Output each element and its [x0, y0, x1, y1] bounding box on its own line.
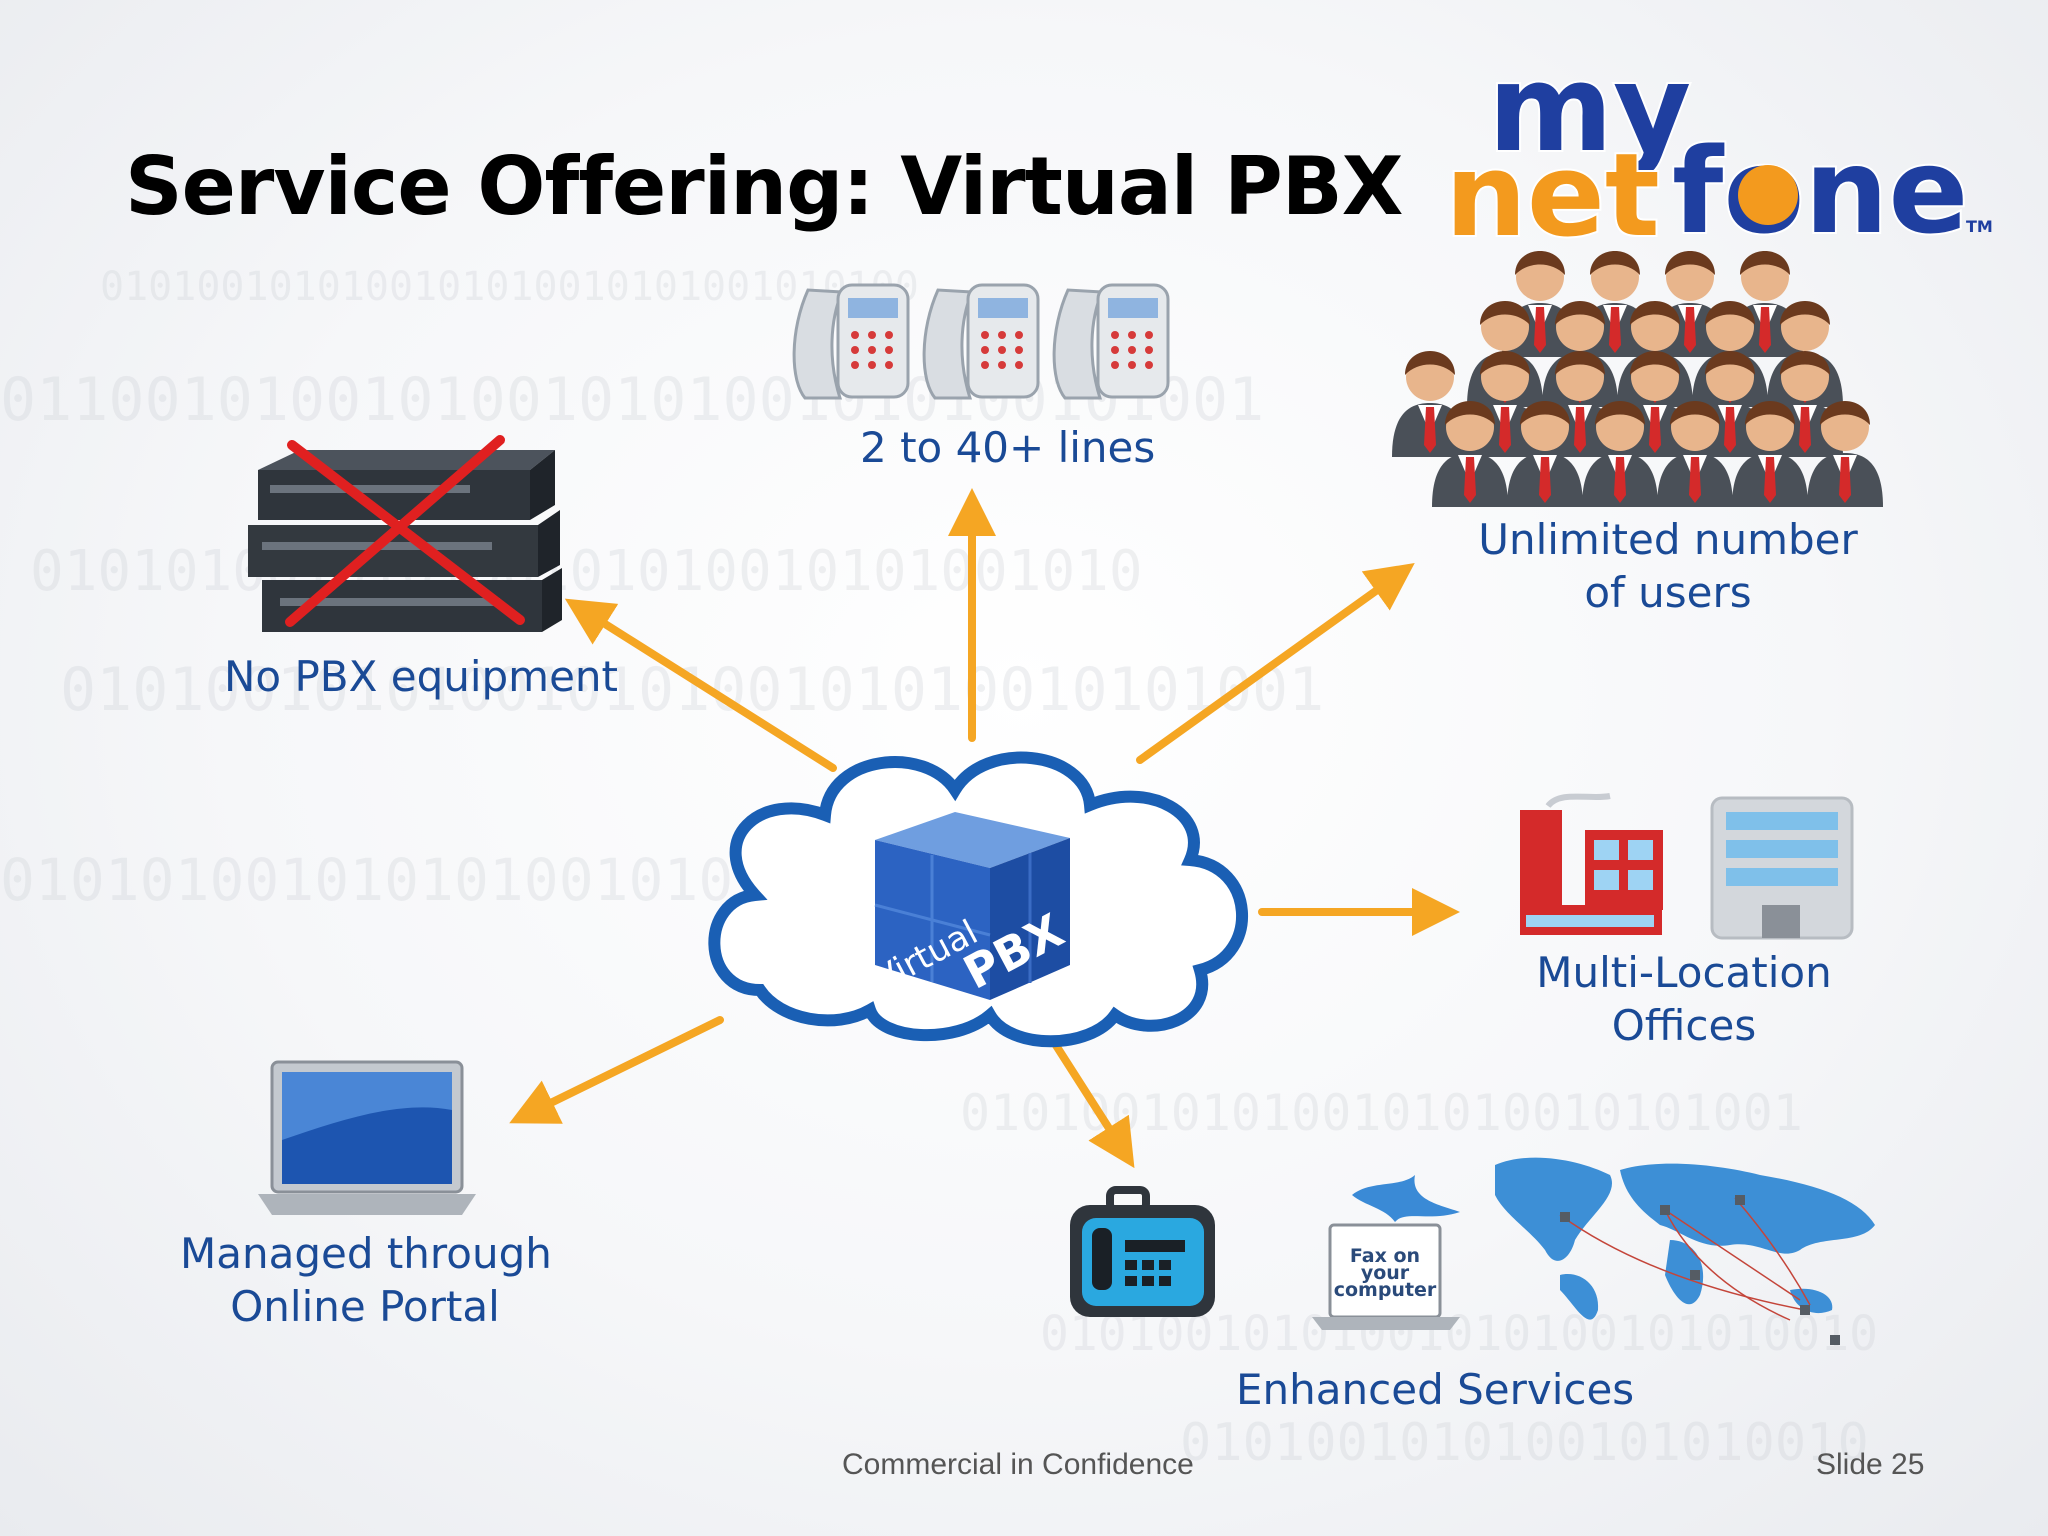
label-offices: Multi-Location Offices	[1504, 946, 1864, 1052]
svg-text:01010010101001010100101010010: 01010010101001010100101010010	[1040, 1306, 1878, 1362]
label-users: Unlimited number of users	[1478, 513, 1858, 619]
label-offices-line1: Multi-Location	[1536, 948, 1832, 997]
label-portal: Managed through Online Portal	[180, 1227, 552, 1333]
svg-text:010101001010100101010010101001: 010101001010100101010010101001010	[30, 539, 1143, 604]
label-portal-line1: Managed through	[180, 1229, 552, 1278]
label-offices-line2: Offices	[1611, 1001, 1757, 1050]
label-lines: 2 to 40+ lines	[860, 423, 1156, 472]
footer-confidential: Commercial in Confidence	[842, 1448, 1194, 1481]
label-no-pbx: No PBX equipment	[224, 652, 619, 701]
label-portal-line2: Online Portal	[230, 1282, 500, 1331]
label-users-line2: of users	[1584, 568, 1752, 617]
svg-text:010100101010010101001010100101: 0101001010100101010010101001010100	[100, 264, 919, 310]
footer-slide-number: Slide 25	[1816, 1448, 1925, 1481]
label-services: Enhanced Services	[1236, 1365, 1635, 1414]
svg-text:0101001010100101010010101001: 0101001010100101010010101001	[960, 1084, 1803, 1142]
svg-text:010101001010101001010100101010: 010101001010101001010100101010010	[0, 846, 1152, 914]
slide-title: Service Offering: Virtual PBX	[125, 140, 1403, 233]
svg-text:0101001010100101010010: 0101001010100101010010	[1180, 1413, 1869, 1473]
label-users-line1: Unlimited number	[1478, 515, 1858, 564]
